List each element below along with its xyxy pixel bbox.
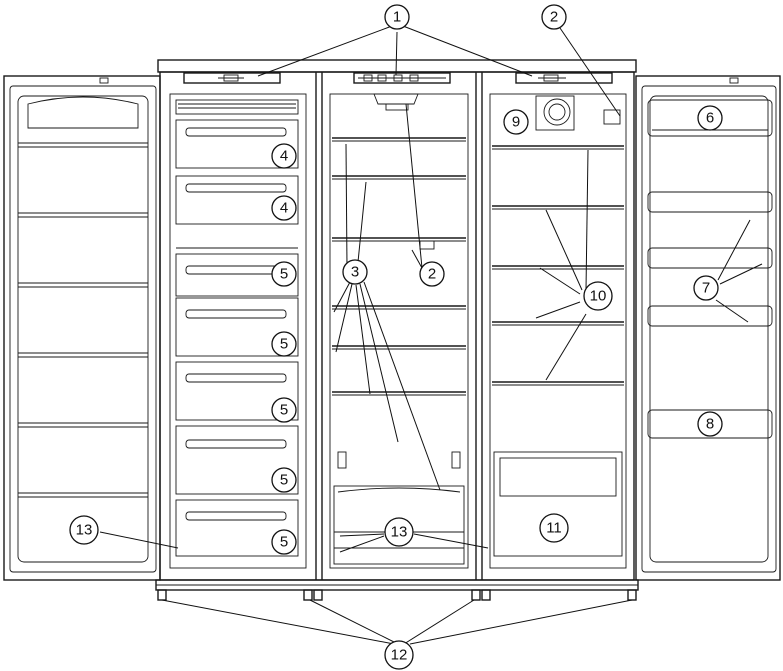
- svg-text:5: 5: [280, 402, 288, 419]
- freezer-drawer: [175, 175, 299, 225]
- door-balcony-shelf: [647, 247, 773, 269]
- glass-shelf: [332, 391, 466, 396]
- door-balcony-shelf: [647, 305, 773, 327]
- svg-text:2: 2: [550, 9, 558, 26]
- callout-13: 13: [69, 515, 99, 545]
- glass-shelf: [332, 137, 466, 142]
- freezer-drawer: [175, 297, 299, 357]
- svg-text:4: 4: [280, 200, 288, 217]
- glass-shelf: [492, 145, 624, 150]
- freezer-drawer: [175, 119, 299, 169]
- callout-9: 9: [503, 109, 529, 135]
- callout-2: 2: [419, 261, 445, 287]
- fridge-crisper-drawer: [493, 451, 623, 557]
- callout-4: 4: [271, 195, 297, 221]
- freezer-drawer: [175, 425, 299, 495]
- freezer-compartment: [169, 93, 307, 569]
- glass-shelf: [332, 175, 466, 180]
- svg-text:11: 11: [546, 520, 562, 537]
- callout-11: 11: [539, 513, 569, 543]
- leader-lines: [99, 25, 763, 645]
- svg-text:7: 7: [702, 280, 710, 297]
- glass-shelf: [492, 381, 624, 386]
- svg-text:1: 1: [393, 9, 401, 26]
- callout-13: 13: [384, 517, 414, 547]
- glass-shelf: [332, 305, 466, 310]
- callout-5: 5: [271, 467, 297, 493]
- middle-compartment: [329, 93, 469, 569]
- svg-text:9: 9: [512, 114, 520, 131]
- callout-5: 5: [271, 529, 297, 555]
- glass-shelf: [332, 237, 466, 242]
- callout-10: 10: [583, 281, 613, 311]
- svg-text:10: 10: [590, 288, 607, 305]
- callout-4: 4: [271, 143, 297, 169]
- svg-text:5: 5: [280, 336, 288, 353]
- callout-12: 12: [384, 640, 414, 670]
- callout-7: 7: [693, 275, 719, 301]
- callout-5: 5: [271, 331, 297, 357]
- fridge-compartment: [489, 93, 627, 569]
- svg-text:13: 13: [76, 522, 93, 539]
- svg-text:3: 3: [351, 264, 359, 281]
- door-balcony-shelf: [647, 191, 773, 213]
- cabinet-frame: [155, 59, 639, 601]
- glass-shelf: [492, 205, 624, 210]
- svg-text:5: 5: [280, 534, 288, 551]
- glass-shelf: [492, 321, 624, 326]
- callout-6: 6: [697, 105, 723, 131]
- callout-1: 1: [384, 4, 410, 30]
- right-fridge-door: [635, 75, 781, 581]
- svg-text:2: 2: [428, 266, 436, 283]
- svg-text:12: 12: [391, 647, 408, 664]
- svg-text:5: 5: [280, 266, 288, 283]
- glass-shelf: [332, 345, 466, 350]
- glass-shelf: [492, 265, 624, 270]
- svg-text:4: 4: [280, 148, 288, 165]
- freezer-drawer: [175, 361, 299, 421]
- svg-text:5: 5: [280, 472, 288, 489]
- svg-text:8: 8: [706, 416, 714, 433]
- callout-2: 2: [541, 4, 567, 30]
- callout-3: 3: [342, 259, 368, 285]
- door-balcony-shelf: [647, 409, 773, 439]
- callout-5: 5: [271, 261, 297, 287]
- control-panels: [183, 72, 613, 84]
- svg-text:6: 6: [706, 110, 714, 127]
- freezer-drawer: [175, 499, 299, 557]
- callout-8: 8: [697, 411, 723, 437]
- svg-text:13: 13: [391, 524, 408, 541]
- callouts: 1 2 2 3 4 4 5 5 5 5 5 6 7 8 9 10 11 12 1…: [69, 4, 723, 670]
- left-freezer-door: [3, 75, 161, 581]
- callout-5: 5: [271, 397, 297, 423]
